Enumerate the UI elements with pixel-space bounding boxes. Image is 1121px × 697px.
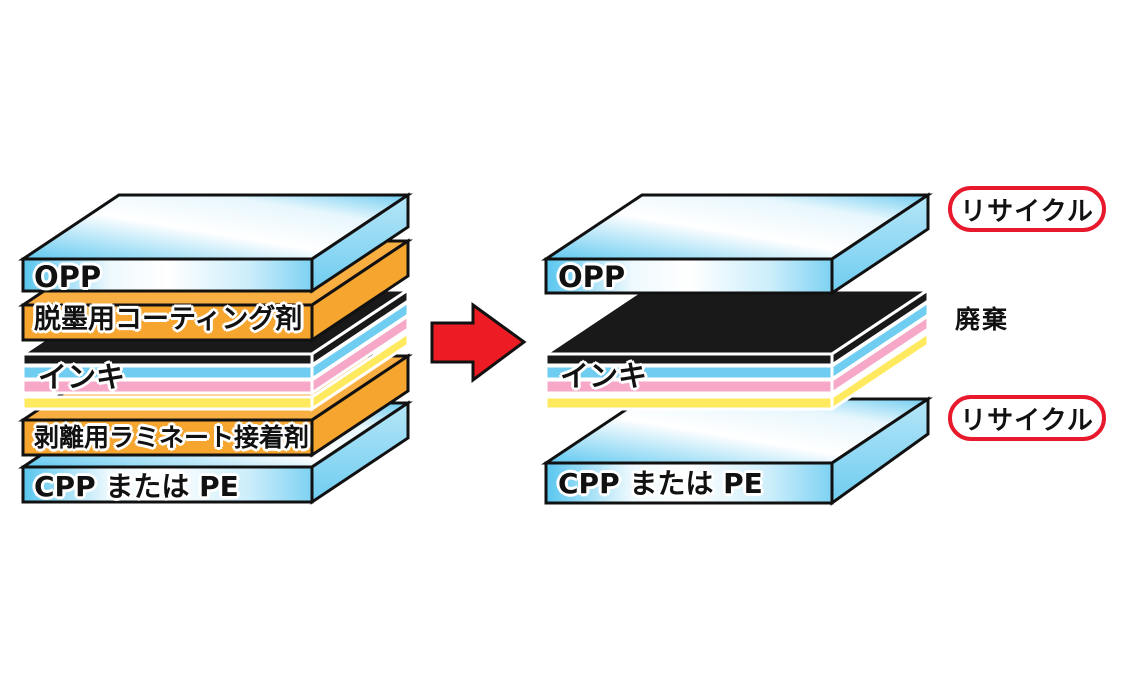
left-ink-label: インキ [38, 360, 126, 394]
disposal-label: 廃棄 [955, 305, 1010, 334]
left-cpp-front-face [21, 465, 314, 504]
right-opp-label: OPP [558, 260, 626, 294]
right-opp-front-face [544, 257, 834, 295]
recycle-badge-top: リサイクル [948, 186, 1106, 232]
right-ink-yellow-front-face [544, 395, 834, 411]
left-ink-black-front-face [21, 352, 314, 367]
right-ink-label: インキ [560, 359, 648, 393]
left-ink-yellow-layer [21, 330, 410, 412]
left-ink-cyan-layer [21, 299, 410, 382]
right-stack [541, 192, 933, 506]
right-ink-yellow-layer [544, 330, 930, 412]
left-adhesive-label: 剥離用ラミネート接着剤 [34, 423, 310, 452]
left-opp-label: OPP [34, 260, 102, 294]
recycle-badge-top-text: リサイクル [960, 196, 1094, 227]
left-opp-front-face [21, 257, 314, 293]
right-ink-black-front-face [544, 352, 834, 367]
right-cpp-slab [541, 396, 933, 506]
left-cpp-label: CPP または PE [34, 470, 239, 503]
right-arrow-icon [430, 302, 527, 383]
left-ink-yellow-front-face [21, 395, 314, 411]
right-cpp-label: CPP または PE [558, 467, 763, 500]
left-stack [18, 192, 413, 505]
right-ink-black-layer [541, 287, 933, 368]
recycle-badge-bottom: リサイクル [948, 395, 1106, 441]
left-coating-front-face [21, 303, 314, 342]
left-adhesive-front-face [21, 418, 314, 457]
recycle-badge-bottom-text: リサイクル [960, 405, 1094, 436]
right-cpp-front-face [544, 461, 834, 505]
right-opp-slab [541, 192, 933, 296]
left-opp-slab [18, 192, 413, 294]
left-coating-label: 脱墨用コーティング剤 [34, 304, 303, 335]
